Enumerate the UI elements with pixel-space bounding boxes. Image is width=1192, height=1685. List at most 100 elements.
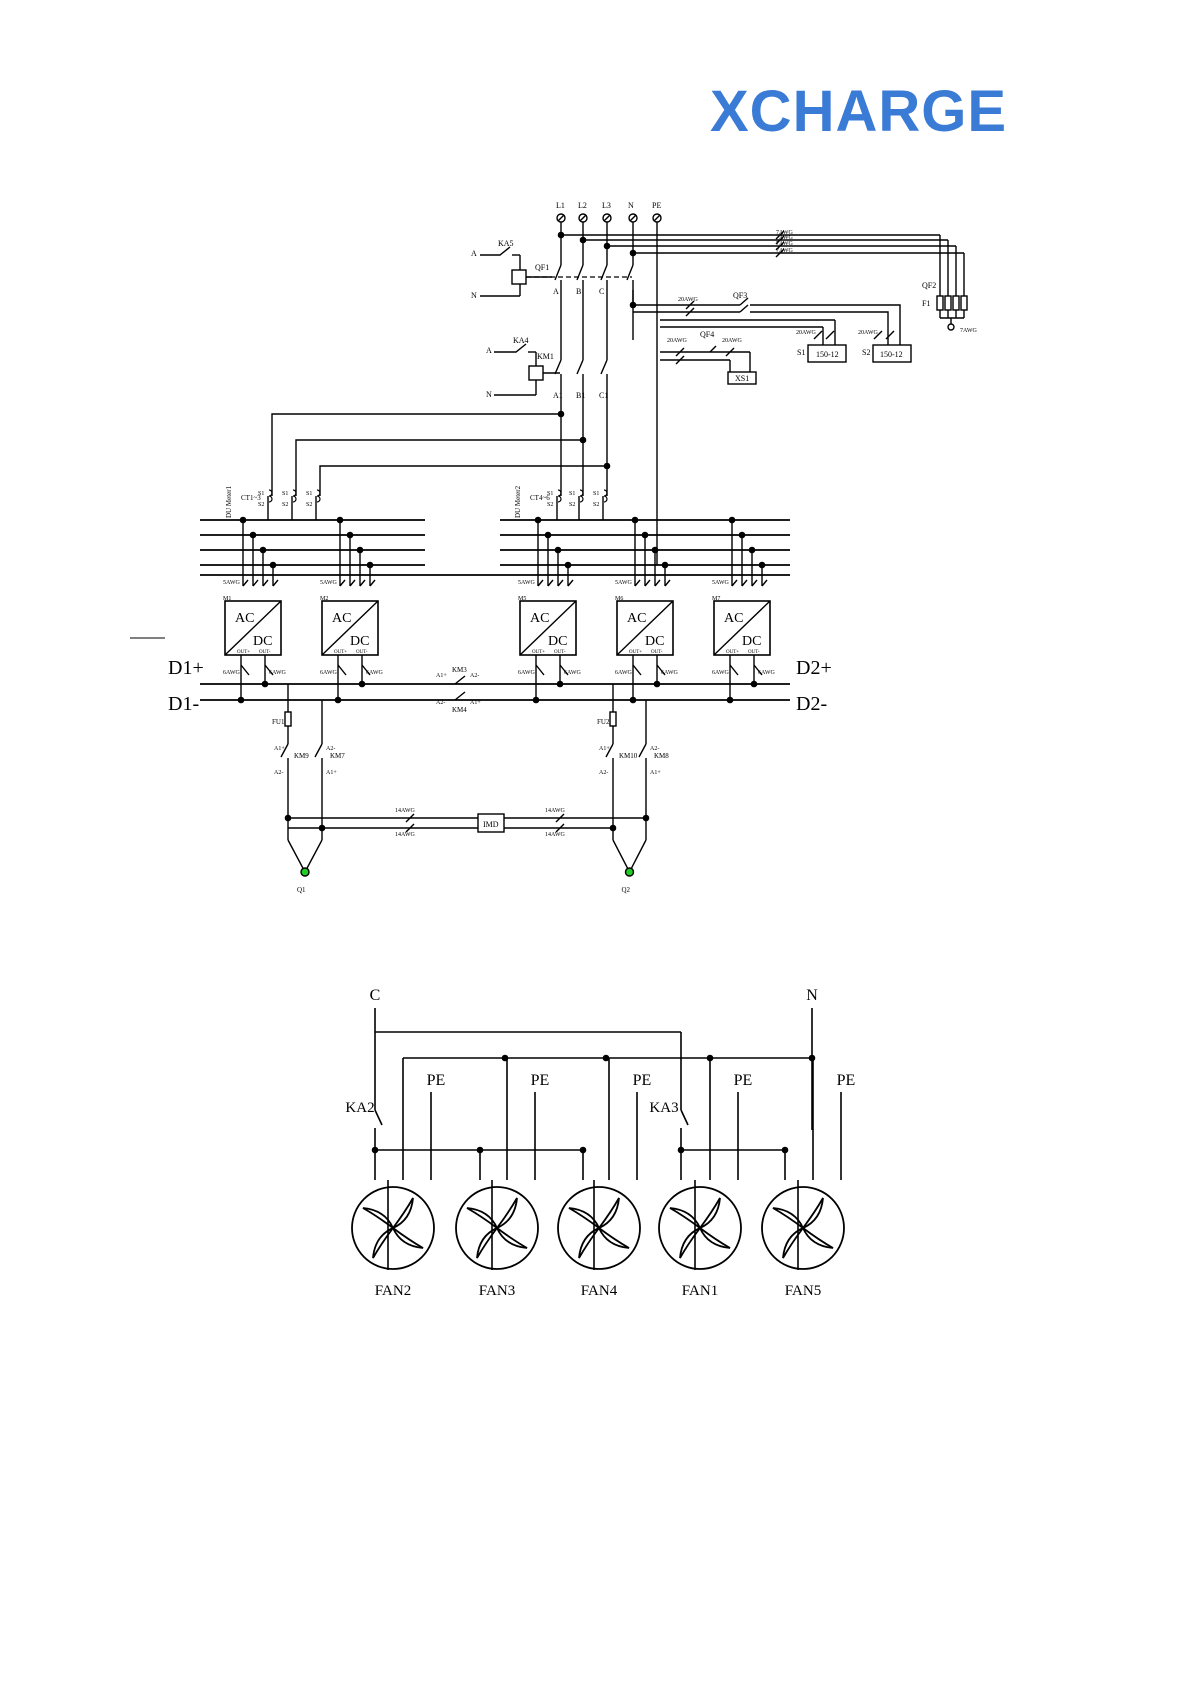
junction-dot	[609, 824, 617, 832]
dc-contactor	[638, 743, 647, 758]
qf1-contact	[626, 264, 634, 281]
dc-label: DC	[350, 634, 369, 649]
label-a: A	[486, 346, 492, 355]
ct-s1: S1	[593, 491, 599, 497]
neutral-n-label: N	[806, 987, 818, 1004]
ct-s2: S2	[282, 502, 288, 508]
output-tick	[240, 664, 250, 676]
terminal-s2	[872, 344, 912, 363]
wire-gauge-label: 5AWG	[712, 580, 730, 586]
ac-dc-module	[224, 600, 282, 656]
contactor-label: KM7	[330, 752, 345, 760]
junction-dot	[356, 546, 364, 554]
fan-blade	[699, 1227, 731, 1249]
fan-icon	[761, 1186, 845, 1270]
qf3-label: QF3	[733, 291, 747, 300]
wire-gauge-label: 20AWG	[667, 338, 688, 344]
fuse-label: FU1	[272, 718, 285, 726]
fan-blade	[679, 1227, 701, 1259]
ka3-contact	[680, 1109, 689, 1126]
imd-box	[477, 813, 505, 833]
label-a: A	[471, 249, 477, 258]
wire-gauge-label: 20AWG	[678, 297, 699, 303]
out-plus-label: OUT+	[237, 650, 250, 655]
wire-gauge-label: 6AWG	[564, 670, 582, 676]
fan-label: FAN2	[375, 1283, 411, 1299]
coil-terminal: A1+	[650, 770, 661, 776]
fan-label: FAN4	[581, 1283, 618, 1299]
junction-dot	[534, 516, 542, 524]
fan-label: FAN3	[479, 1283, 515, 1299]
ac-dc-module	[519, 600, 577, 656]
qf3-contact	[739, 304, 749, 313]
contactor-label: KM10	[619, 752, 638, 760]
wire	[750, 304, 901, 345]
module-input-tick	[262, 579, 269, 587]
output-tick	[337, 664, 347, 676]
fuse-f1	[936, 295, 944, 311]
out-minus-label: OUT-	[554, 650, 566, 655]
ac-label: AC	[235, 611, 254, 626]
coil-terminal: A2-	[470, 673, 479, 679]
current-transformer-icon	[603, 489, 608, 503]
fan-blade	[598, 1227, 630, 1249]
pe-label: PE	[837, 1072, 856, 1089]
terminal-s2-label: 150-12	[880, 350, 903, 359]
out-plus-label: OUT+	[532, 650, 545, 655]
module-input-tick	[537, 579, 544, 587]
out-minus-label: OUT-	[651, 650, 663, 655]
ac-dc-diagonal	[321, 600, 379, 656]
connector-label: Q1	[297, 886, 306, 894]
wire	[271, 413, 561, 496]
module-input-tick	[761, 579, 768, 587]
coil-terminal: A2-	[436, 700, 445, 706]
output-tick	[535, 664, 545, 676]
charging-connector-icon	[624, 867, 635, 877]
qf1-coil	[511, 269, 527, 285]
contactor-label: KM8	[654, 752, 669, 760]
junction-dot	[284, 814, 292, 822]
fan-blade	[466, 1207, 498, 1229]
module-input-tick	[664, 579, 671, 587]
module-id-label: M2	[320, 596, 328, 602]
fan-label: FAN1	[682, 1283, 718, 1299]
junction-dot	[651, 546, 659, 554]
ct-s1: S1	[569, 491, 575, 497]
terminal-label-n: N	[628, 201, 634, 210]
d1-plus-label: D1+	[168, 657, 204, 679]
junction-dot	[239, 516, 247, 524]
fan-blade	[392, 1197, 414, 1229]
junction-dot	[808, 1054, 816, 1062]
wire-gauge-label: 6AWG	[269, 670, 287, 676]
fan-blade	[802, 1197, 824, 1229]
wire-gauge-label: 6AWG	[366, 670, 384, 676]
wire-gauge-label: 7AWG	[776, 230, 794, 236]
module-input-tick	[567, 579, 574, 587]
junction-dot	[346, 531, 354, 539]
dc-label: DC	[253, 634, 272, 649]
coil-terminal: A1+	[599, 746, 610, 752]
junction-dot	[476, 1146, 484, 1154]
wire-count-tick	[555, 813, 565, 823]
ct-s1: S1	[258, 491, 264, 497]
dc-label: DC	[548, 634, 567, 649]
terminal-mark	[603, 214, 611, 222]
fan-blade	[782, 1227, 804, 1259]
dc-label: DC	[645, 634, 664, 649]
wire-count-tick	[685, 307, 695, 317]
junction-dot	[544, 531, 552, 539]
wire-gauge-label: 6AWG	[758, 670, 776, 676]
label-phase-b: B	[576, 287, 581, 296]
module-input-tick	[272, 579, 279, 587]
wire-gauge-label: 7AWG	[960, 328, 978, 334]
wire-count-tick	[675, 355, 685, 365]
wire-count-tick	[873, 330, 883, 340]
terminal-s1	[807, 344, 847, 363]
fan-blade	[568, 1207, 600, 1229]
fuse-f1	[952, 295, 960, 311]
junction-dot	[661, 561, 669, 569]
current-transformer-icon	[268, 489, 273, 503]
fan-blade	[669, 1207, 701, 1229]
fan-blade	[476, 1227, 498, 1259]
output-tick	[753, 664, 763, 676]
